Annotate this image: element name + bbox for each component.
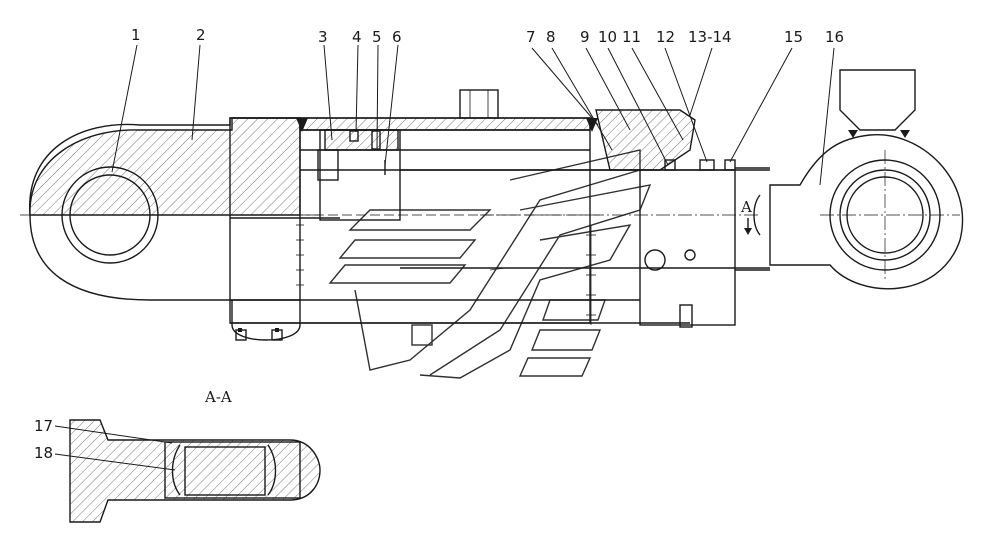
callout-2: 2 xyxy=(196,26,206,44)
piston-rod xyxy=(400,169,770,269)
callout-6: 6 xyxy=(392,28,402,46)
rear-clevis xyxy=(20,117,320,301)
callout-18: 18 xyxy=(34,444,53,462)
callout-8: 8 xyxy=(546,28,556,46)
callout-16: 16 xyxy=(825,28,844,46)
cylinder-head xyxy=(595,109,770,328)
callout-labels: 1 2 3 4 5 6 7 8 9 10 11 12 13-14 15 16 1… xyxy=(34,26,844,462)
callout-12: 12 xyxy=(656,28,675,46)
section-view-a-a: A-A xyxy=(69,388,321,523)
callout-11: 11 xyxy=(622,28,641,46)
callout-13-14: 13-14 xyxy=(688,28,732,46)
callout-1: 1 xyxy=(131,26,141,44)
section-marker-label: A xyxy=(740,198,752,216)
section-title: A-A xyxy=(204,388,232,406)
rod-eye xyxy=(753,69,964,290)
thread-marks-left xyxy=(296,220,304,300)
callout-3: 3 xyxy=(318,28,328,46)
callout-9: 9 xyxy=(580,28,590,46)
callout-17: 17 xyxy=(34,417,53,435)
callout-4: 4 xyxy=(352,28,362,46)
callout-5: 5 xyxy=(372,28,382,46)
watermark-logo xyxy=(328,149,652,379)
callout-10: 10 xyxy=(598,28,617,46)
callout-7: 7 xyxy=(526,28,536,46)
callout-15: 15 xyxy=(784,28,803,46)
thread-marks-right xyxy=(586,225,596,325)
section-cut-marker: A xyxy=(740,198,752,235)
callout-leaders xyxy=(54,44,835,471)
